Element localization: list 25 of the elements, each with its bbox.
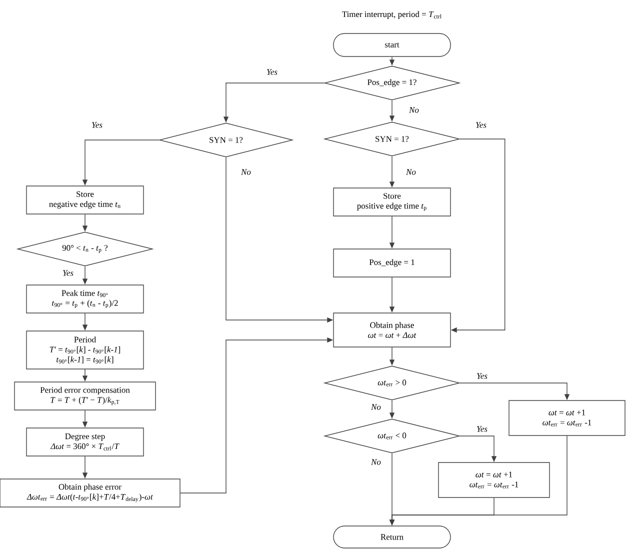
terminal-box: Return	[333, 526, 451, 548]
process-box: Store positive edge time t$_{p}$	[333, 188, 451, 216]
process-box: Pos_edge = 1	[333, 248, 451, 278]
process-box: Period error compensation T = T + (T' − T)/k$_{p,T}$	[14, 382, 156, 410]
process-box: Obtain phase error Δωt$_{err}$ = Δωt(t-t$_{90°}$[k]+T/4+T$_{delay}$)-ωt	[0, 478, 180, 508]
edge-label: Yes	[266, 68, 278, 76]
edge-label: No	[408, 106, 420, 114]
process-box: ωt = ωt +1 ωt$_{err}$ = ωt$_{err}$ -1	[508, 400, 626, 436]
edge-label: Yes	[476, 372, 488, 380]
edge-label: No	[240, 168, 252, 176]
process-box: Degree step Δωt = 360° × T$_{ctrl}$/T	[26, 428, 144, 456]
process-box: Obtain phase ωt = ωt + Δωt	[333, 312, 451, 348]
process-box: Store negative edge time t$_{n}$	[26, 186, 144, 214]
process-box: Peak time t$_{90°}$ t$_{90°}$ = t$_{p}$ + (t$_{n}$ - t$_{p}$)/2	[26, 284, 144, 314]
process-box: Period T' = t$_{90°}$[k] - t$_{90°}$[k-1] t$_{90°}$[k-1] = t$_{90°}$[k]	[26, 330, 144, 370]
edge-label: No	[370, 403, 382, 411]
edge-label: Yes	[62, 269, 74, 277]
terminal-box: start	[333, 33, 451, 57]
title: Timer interrupt, period = T$_{ctrl}$	[342, 11, 442, 19]
process-box: ωt = ωt +1 ωt$_{err}$ = ωt$_{err}$ -1	[438, 462, 550, 498]
edge-label: No	[405, 168, 417, 176]
edge-label: Yes	[474, 121, 488, 129]
edge-label: Yes	[476, 425, 488, 433]
edge-label: No	[370, 458, 382, 466]
edge-label: Yes	[90, 121, 104, 129]
